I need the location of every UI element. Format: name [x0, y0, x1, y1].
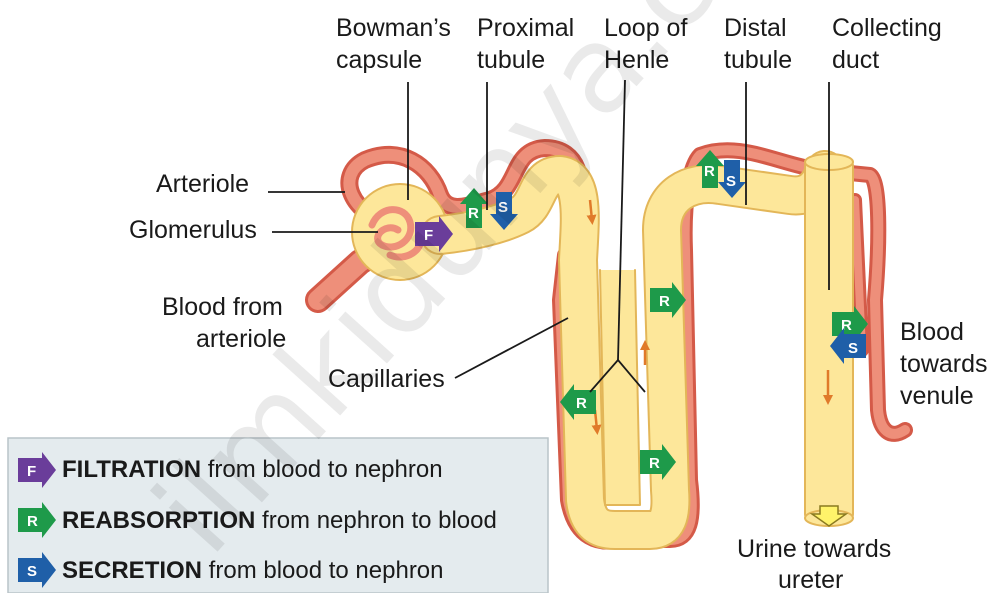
- svg-text:F: F: [27, 463, 36, 480]
- svg-text:S: S: [27, 563, 37, 580]
- svg-text:SECRETION from blood to nephro: SECRETION from blood to nephron: [62, 557, 444, 584]
- svg-text:R: R: [659, 293, 670, 310]
- svg-text:R: R: [576, 395, 587, 412]
- label-urine-1: Urine towards: [737, 535, 891, 563]
- label-arteriole: Arteriole: [156, 170, 249, 198]
- label-blood-towards-1: Blood: [900, 318, 964, 346]
- label-bowmans-2: capsule: [336, 46, 422, 74]
- label-bowmans-1: Bowman’s: [336, 14, 451, 42]
- label-urine-2: ureter: [778, 566, 843, 593]
- legend-secretion-bold: SECRETION: [62, 557, 202, 584]
- label-distal-2: tubule: [724, 46, 792, 74]
- label-collecting-2: duct: [832, 46, 879, 74]
- label-collecting-1: Collecting: [832, 14, 942, 42]
- svg-text:S: S: [726, 173, 736, 190]
- svg-text:R: R: [704, 163, 715, 180]
- svg-text:R: R: [649, 455, 660, 472]
- label-glomerulus: Glomerulus: [129, 216, 257, 244]
- label-blood-towards-2: towards: [900, 350, 988, 378]
- label-blood-towards-3: venule: [900, 382, 974, 410]
- label-blood-from-1: Blood from: [162, 293, 283, 321]
- svg-text:S: S: [848, 340, 858, 357]
- svg-text:R: R: [27, 513, 38, 530]
